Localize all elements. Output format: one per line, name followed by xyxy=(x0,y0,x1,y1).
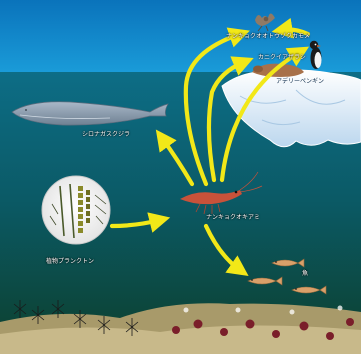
seal-label: カニクイアザラシ xyxy=(258,54,306,61)
penguin-label: アデリーペンギン xyxy=(276,78,324,85)
whale-label: シロナガスクジラ xyxy=(82,131,130,138)
skua-label: ナンキョクオオトウゾクカモメ xyxy=(226,33,310,40)
plankton-label: 植物プランクトン xyxy=(46,258,94,265)
phytoplankton-illustration xyxy=(42,176,110,244)
krill-label: ナンキョクオキアミ xyxy=(206,214,260,221)
fish-label: 魚 xyxy=(302,270,308,277)
